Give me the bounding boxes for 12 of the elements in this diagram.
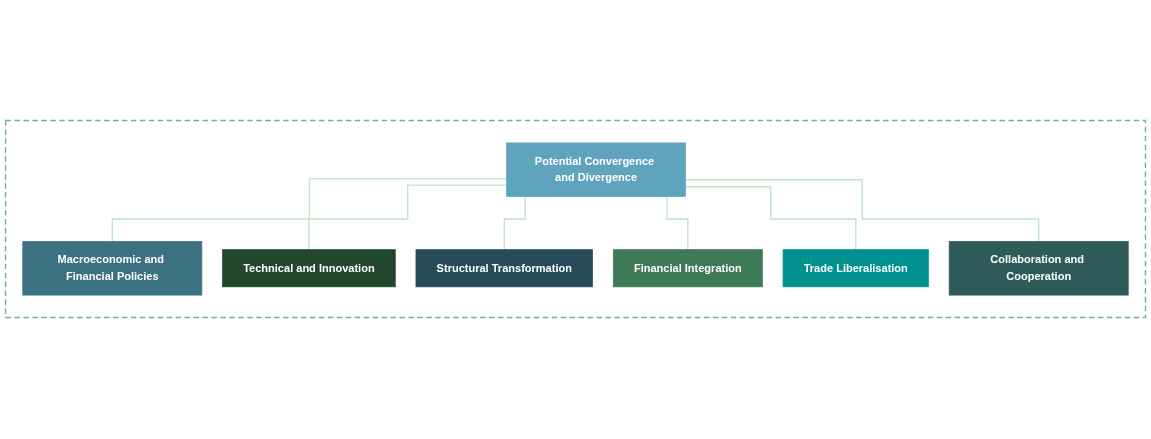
node-box: Collaboration and Cooperation [948, 241, 1129, 296]
connector [308, 184, 508, 251]
connector [684, 179, 1040, 243]
connector [111, 178, 508, 243]
node-box: Technical and Innovation [222, 249, 396, 288]
cluster [4, 120, 1147, 319]
node-box: Financial Integration [612, 249, 763, 288]
node-box: Structural Transformation [415, 249, 593, 288]
node-box: Macroeconomic and Financial Policies [22, 241, 203, 296]
node-box: Trade Liberalisation [782, 249, 929, 288]
node-box: Potential Convergence and Divergence [506, 143, 686, 198]
connector [684, 186, 857, 251]
